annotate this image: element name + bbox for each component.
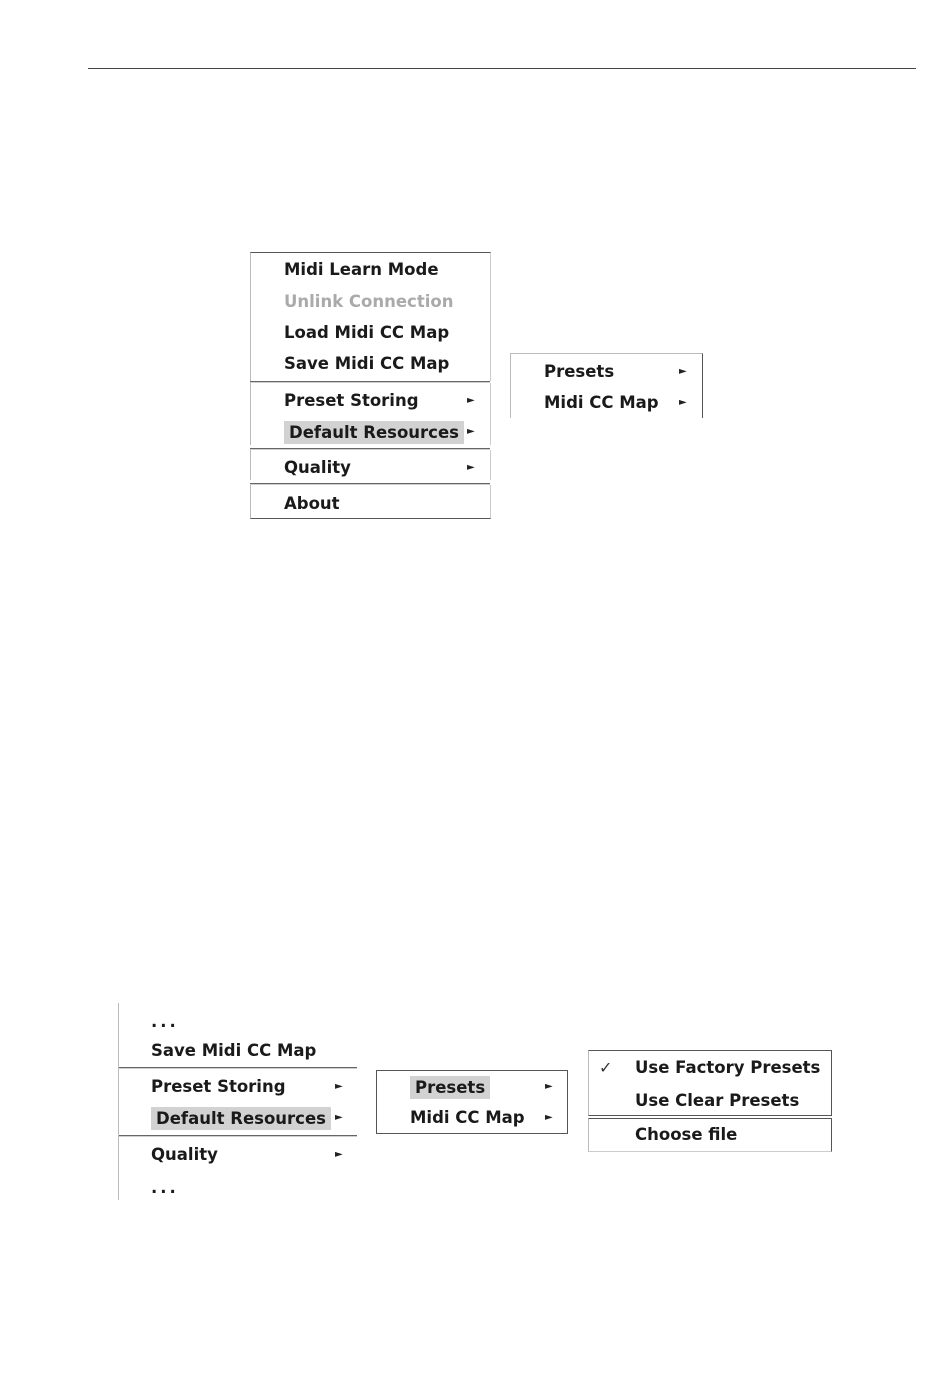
menu-item-label: Default Resources xyxy=(151,1107,331,1130)
menu-separator xyxy=(119,1067,357,1069)
submenu-item-presets[interactable]: Presets ► xyxy=(511,357,702,387)
menu-item-unlink-connection: Unlink Connection xyxy=(250,287,490,317)
submenu-arrow-icon: ► xyxy=(467,417,475,447)
context-menu-top: Midi Learn Mode Unlink Connection Load M… xyxy=(250,252,490,519)
context-menu-bottom: ... Save Midi CC Map Preset Storing ► De… xyxy=(118,1003,357,1200)
menu-item-label: Load Midi CC Map xyxy=(284,318,449,348)
submenu-arrow-icon: ► xyxy=(335,1072,343,1102)
menu-item-label: Preset Storing xyxy=(151,1072,286,1102)
menu-item-label: About xyxy=(284,489,340,519)
menu-item-use-factory-presets[interactable]: ✓ Use Factory Presets xyxy=(588,1053,832,1083)
submenu-item-midi-cc-map[interactable]: Midi CC Map ► xyxy=(511,388,702,418)
menu-item-about[interactable]: About xyxy=(250,489,490,519)
menu-item-load-midi-cc-map[interactable]: Load Midi CC Map xyxy=(250,318,490,348)
menu-item-choose-file[interactable]: Choose file xyxy=(588,1120,832,1150)
subsubmenu-presets: ✓ Use Factory Presets Use Clear Presets … xyxy=(588,1050,832,1152)
menu-item-label: Save Midi CC Map xyxy=(151,1036,316,1066)
menu-item-label: Presets xyxy=(544,357,614,387)
menu-item-preset-storing[interactable]: Preset Storing ► xyxy=(119,1072,357,1102)
submenu-arrow-icon: ► xyxy=(335,1103,343,1133)
menu-item-label: Choose file xyxy=(635,1120,737,1150)
menu-item-label: Midi CC Map xyxy=(544,388,659,418)
submenu-item-presets[interactable]: Presets ► xyxy=(377,1072,567,1102)
submenu-arrow-icon: ► xyxy=(467,386,475,416)
menu-item-default-resources[interactable]: Default Resources ► xyxy=(119,1103,357,1133)
menu-separator xyxy=(119,1135,357,1137)
menu-item-label: ... xyxy=(151,1007,179,1037)
menu-item-label: Unlink Connection xyxy=(284,287,453,317)
page-header-rule xyxy=(88,68,916,69)
menu-item-use-clear-presets[interactable]: Use Clear Presets xyxy=(588,1086,832,1116)
submenu-item-midi-cc-map[interactable]: Midi CC Map ► xyxy=(377,1103,567,1133)
submenu-top: Presets ► Midi CC Map ► xyxy=(510,353,703,418)
menu-item-label: Presets xyxy=(410,1076,490,1099)
menu-item-label: Default Resources xyxy=(284,421,464,444)
menu-item-label: Midi Learn Mode xyxy=(284,255,439,285)
menu-item-label: Save Midi CC Map xyxy=(284,349,449,379)
submenu-arrow-icon: ► xyxy=(679,388,687,418)
menu-item-label: Use Factory Presets xyxy=(635,1053,820,1083)
menu-item-label: ... xyxy=(151,1173,179,1203)
menu-item-label: Midi CC Map xyxy=(410,1103,525,1133)
menu-item-quality[interactable]: Quality ► xyxy=(119,1140,357,1170)
submenu-arrow-icon: ► xyxy=(679,357,687,387)
menu-item-save-midi-cc-map[interactable]: Save Midi CC Map xyxy=(119,1036,357,1066)
menu-item-label: Use Clear Presets xyxy=(635,1086,799,1116)
menu-item-ellipsis: ... xyxy=(119,1007,357,1037)
submenu-arrow-icon: ► xyxy=(545,1103,553,1133)
submenu-arrow-icon: ► xyxy=(467,453,475,483)
menu-item-ellipsis: ... xyxy=(119,1173,357,1203)
check-icon: ✓ xyxy=(599,1053,612,1083)
submenu-arrow-icon: ► xyxy=(335,1140,343,1170)
menu-item-quality[interactable]: Quality ► xyxy=(250,453,490,483)
menu-item-label: Preset Storing xyxy=(284,386,419,416)
menu-item-midi-learn-mode[interactable]: Midi Learn Mode xyxy=(250,255,490,285)
menu-item-label: Quality xyxy=(151,1140,218,1170)
menu-item-default-resources[interactable]: Default Resources ► xyxy=(250,417,490,447)
submenu-arrow-icon: ► xyxy=(545,1072,553,1102)
menu-item-preset-storing[interactable]: Preset Storing ► xyxy=(250,386,490,416)
submenu-bottom: Presets ► Midi CC Map ► xyxy=(376,1070,568,1134)
menu-item-save-midi-cc-map[interactable]: Save Midi CC Map xyxy=(250,349,490,379)
menu-item-label: Quality xyxy=(284,453,351,483)
